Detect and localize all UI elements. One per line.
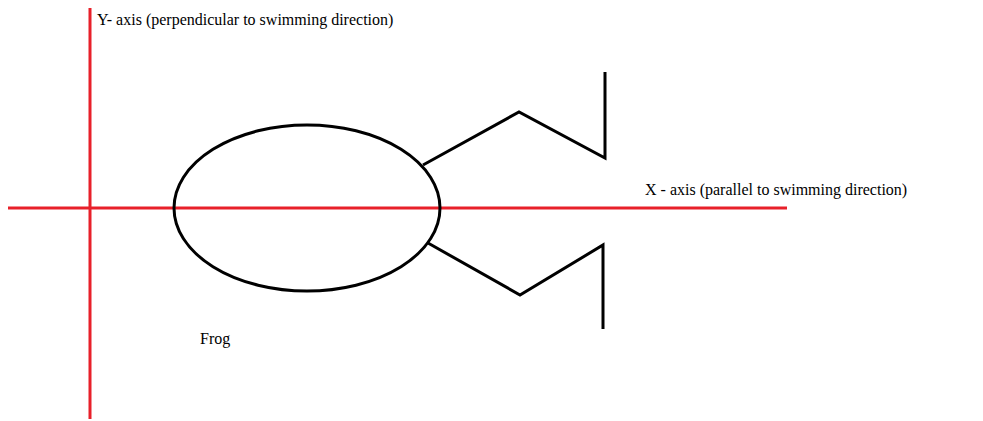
y-axis-line bbox=[89, 8, 92, 419]
frog-leg bbox=[423, 72, 605, 165]
x-axis-line bbox=[8, 207, 787, 210]
axis-label: Y- axis (perpendicular to swimming direc… bbox=[97, 11, 393, 29]
frog-leg bbox=[428, 243, 603, 329]
axis-label: X - axis (parallel to swimming direction… bbox=[645, 181, 907, 199]
frog-body bbox=[174, 125, 440, 291]
figure-label: Frog bbox=[200, 330, 230, 348]
